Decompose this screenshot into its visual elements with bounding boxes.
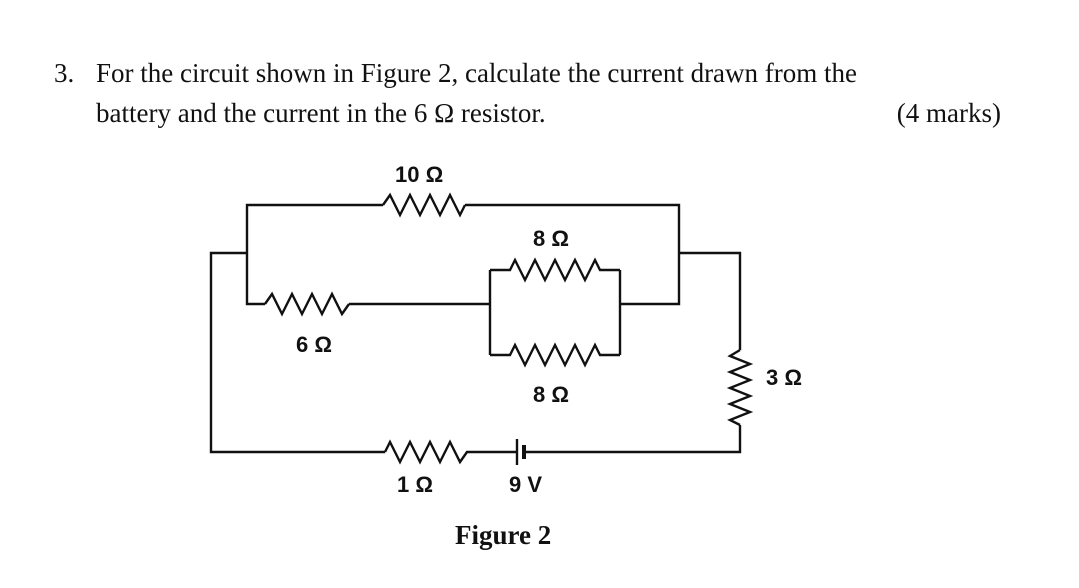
resistor-3-ohm — [726, 348, 754, 427]
label-8-ohm-top: 8 Ω — [533, 226, 569, 251]
question-text-line-1: For the circuit shown in Figure 2, calcu… — [96, 58, 858, 88]
resistor-10-ohm — [382, 192, 467, 218]
left-middle-wire — [245, 253, 265, 306]
label-10-ohm: 10 Ω — [395, 162, 443, 187]
top-right-wire — [465, 203, 681, 306]
figure-caption: Figure 2 — [455, 520, 552, 550]
marks-label: (4 marks) — [896, 98, 1001, 128]
question-block: 3. For the circuit shown in Figure 2, ca… — [0, 0, 1079, 140]
outer-left-wire — [209, 251, 385, 454]
resistor-8-ohm-bottom — [490, 342, 620, 368]
label-9-volt: 9 V — [509, 472, 542, 497]
question-text-line-2: battery and the current in the 6 Ω resis… — [96, 98, 546, 128]
battery-to-right-wire — [524, 425, 742, 454]
question-number: 3. — [54, 58, 75, 88]
top-branch-wire — [245, 203, 383, 253]
resistor-6-ohm — [264, 291, 350, 317]
resistor-8-ohm-top — [490, 257, 620, 283]
resistor-1-ohm — [383, 439, 517, 465]
right-top-wire — [679, 251, 742, 350]
label-1-ohm: 1 Ω — [397, 472, 433, 497]
label-8-ohm-bottom: 8 Ω — [533, 382, 569, 407]
label-6-ohm: 6 Ω — [296, 332, 332, 357]
label-3-ohm: 3 Ω — [766, 365, 802, 390]
